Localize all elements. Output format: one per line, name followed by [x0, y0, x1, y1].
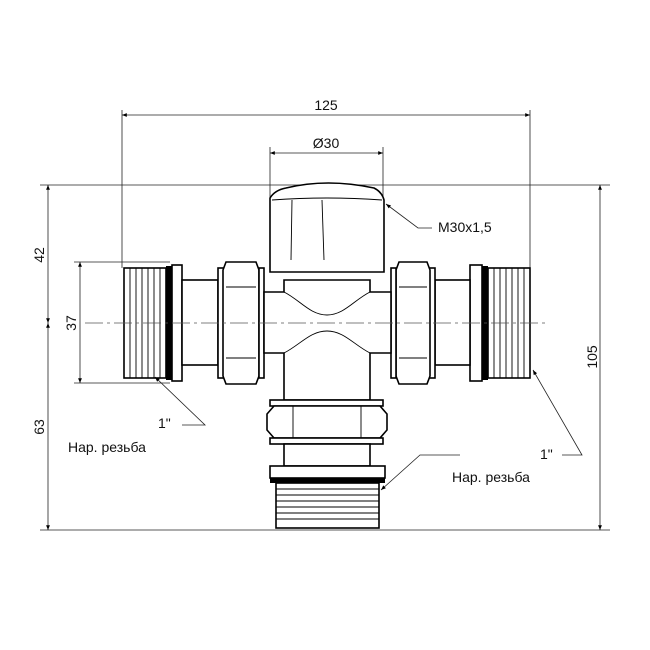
dimension-105: 105	[584, 184, 602, 530]
left-size-label: 1"	[158, 415, 171, 431]
callout-left: 1" Нар. резьба	[68, 376, 206, 455]
cap-thread-label: M30x1,5	[438, 219, 492, 235]
dimension-30: Ø30	[270, 135, 383, 155]
bottom-thread	[275, 482, 380, 529]
dim-105-label: 105	[584, 345, 600, 369]
dim-42-label: 42	[31, 247, 47, 263]
dim-125-label: 125	[314, 97, 338, 113]
right-thread-label: Нар. резьба	[452, 469, 530, 485]
callout-right: 1" Нар. резьба	[380, 369, 583, 491]
callout-cap: M30x1,5	[385, 203, 492, 235]
dim-30-label: Ø30	[313, 135, 340, 151]
dimension-125: 125	[122, 97, 530, 117]
right-size-label: 1"	[540, 446, 553, 462]
cap	[269, 182, 385, 273]
bottom-hex-nut	[266, 405, 388, 439]
dimension-left: 42 63 37	[31, 184, 82, 530]
left-thread-label: Нар. резьба	[68, 439, 146, 455]
dim-63-label: 63	[31, 419, 47, 435]
dim-37-label: 37	[63, 315, 79, 331]
